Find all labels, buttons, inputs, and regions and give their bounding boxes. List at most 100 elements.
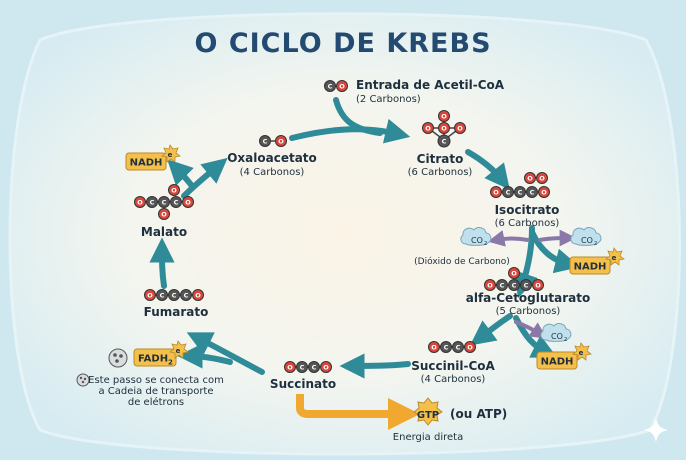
svg-text:C: C [174, 199, 179, 207]
sub-oxaloacetato: (4 Carbonos) [240, 167, 305, 178]
molecule-malato: O O C C C O O [134, 184, 194, 220]
svg-text:O: O [195, 292, 201, 300]
svg-text:C: C [172, 292, 177, 300]
svg-text:CO: CO [471, 236, 483, 245]
svg-text:C: C [456, 344, 461, 352]
molecules: C O C O O O O O C [134, 80, 550, 373]
gtp-note: Energia direta [393, 432, 463, 443]
arrow-alfa-to-succinil [469, 313, 513, 346]
svg-text:C: C [312, 364, 317, 372]
svg-text:e: e [168, 151, 173, 159]
svg-text:C: C [160, 292, 165, 300]
label-succinato: Succinato [270, 377, 336, 391]
entry-sub: (2 Carbonos) [356, 94, 421, 105]
svg-text:O: O [487, 282, 493, 290]
label-oxaloacetato: Oxaloacetato [227, 151, 317, 165]
svg-text:O: O [441, 125, 447, 133]
svg-text:O: O [287, 364, 293, 372]
molecule-alfa-cetoglutarato: O O C C C O [484, 267, 544, 291]
arrow-co2-right [538, 229, 577, 247]
co2-cloud-left: CO 2 [460, 227, 492, 247]
svg-text:GTP: GTP [417, 410, 439, 421]
svg-text:O: O [185, 199, 191, 207]
arrow-malato-to-oxaloacetato [181, 157, 228, 199]
svg-text:C: C [518, 189, 523, 197]
svg-text:C: C [328, 83, 333, 91]
svg-text:O: O [323, 364, 329, 372]
nadh-badge-malato: NADH e [125, 144, 181, 171]
svg-text:O: O [539, 175, 545, 183]
arrow-succinato-to-fumarato [186, 332, 265, 375]
molecule-isocitrato: O O O C C C O [490, 172, 550, 198]
electron-burst-icon [161, 144, 181, 163]
cycle-arrows [149, 97, 581, 379]
arrow-malato-to-nadh [167, 159, 195, 189]
page-title: O CICLO DE KREBS [194, 28, 491, 59]
nadh-badge-isocitrato: NADH e [569, 247, 625, 275]
fadh2-note-line-2: a Cadeia de transporte [98, 386, 213, 397]
molecule-fumarato: O C C C O [144, 289, 204, 301]
entry-name: Entrada de Acetil-CoA [356, 78, 505, 92]
svg-text:O: O [431, 344, 437, 352]
co2-cloud-alfa: CO 2 [540, 323, 572, 343]
electron-burst-icon [169, 340, 189, 359]
svg-text:O: O [171, 187, 177, 195]
svg-text:O: O [457, 125, 463, 133]
label-citrato: Citrato [417, 152, 464, 166]
svg-text:NADH: NADH [541, 357, 574, 368]
svg-text:C: C [524, 282, 529, 290]
svg-text:CO: CO [581, 236, 593, 245]
nadh-badge-alfa: NADH e [536, 342, 592, 370]
svg-text:O: O [441, 113, 447, 121]
svg-text:C: C [530, 189, 535, 197]
svg-text:C: C [506, 189, 511, 197]
electron-burst-icon [605, 247, 625, 266]
co2-cloud-right: CO 2 [570, 227, 602, 247]
gtp-alt-label: (ou ATP) [450, 407, 507, 421]
label-isocitrato: Isocitrato [495, 203, 560, 217]
molecule-acetyl: C O [324, 80, 348, 92]
svg-text:C: C [444, 344, 449, 352]
svg-text:2: 2 [564, 337, 567, 343]
sparkle-icon [644, 418, 668, 442]
svg-text:C: C [150, 199, 155, 207]
svg-text:O: O [493, 189, 499, 197]
svg-text:O: O [467, 344, 473, 352]
label-malato: Malato [141, 225, 187, 239]
svg-text:e: e [612, 254, 617, 262]
svg-text:C: C [442, 138, 447, 146]
label-alfa-cetoglutarato: alfa-Cetoglutarato [466, 291, 591, 305]
co2-arrows [487, 229, 577, 339]
fadh2-badge: FADH 2 e [133, 340, 189, 367]
arrow-succinato-to-fadh2 [177, 343, 233, 369]
svg-text:C: C [184, 292, 189, 300]
svg-text:C: C [500, 282, 505, 290]
gtp-badge: GTP [413, 397, 443, 426]
svg-text:O: O [425, 125, 431, 133]
svg-text:e: e [176, 347, 181, 355]
arrow-co2-alfa [514, 320, 547, 339]
fadh2-note-line-1: Este passo se conecta com [88, 375, 224, 386]
svg-text:2: 2 [168, 359, 173, 367]
svg-text:O: O [541, 189, 547, 197]
sub-succinil-coa: (4 Carbonos) [421, 374, 486, 385]
molecule-oxaloacetato: C O [259, 135, 287, 147]
sub-isocitrato: (6 Carbonos) [495, 218, 560, 229]
molecule-citrato: O O O O C [422, 110, 466, 148]
arrow-acetyl-entry [333, 97, 383, 136]
svg-text:O: O [511, 270, 517, 278]
sub-alfa-cetoglutarato: (5 Carbonos) [496, 306, 561, 317]
arrow-succinil-to-succinato [339, 353, 411, 379]
arrow-co2-left [487, 230, 530, 247]
arrow-oxaloacetato-to-citrato [289, 118, 411, 144]
svg-text:C: C [162, 199, 167, 207]
electron-burst-icon [572, 342, 592, 361]
svg-text:C: C [263, 138, 268, 146]
fadh2-note-line-3: de elétrons [128, 396, 184, 408]
svg-text:O: O [137, 199, 143, 207]
svg-text:NADH: NADH [130, 158, 163, 169]
label-fumarato: Fumarato [144, 305, 209, 319]
svg-text:O: O [147, 292, 153, 300]
electron-transport-icon [76, 348, 128, 387]
